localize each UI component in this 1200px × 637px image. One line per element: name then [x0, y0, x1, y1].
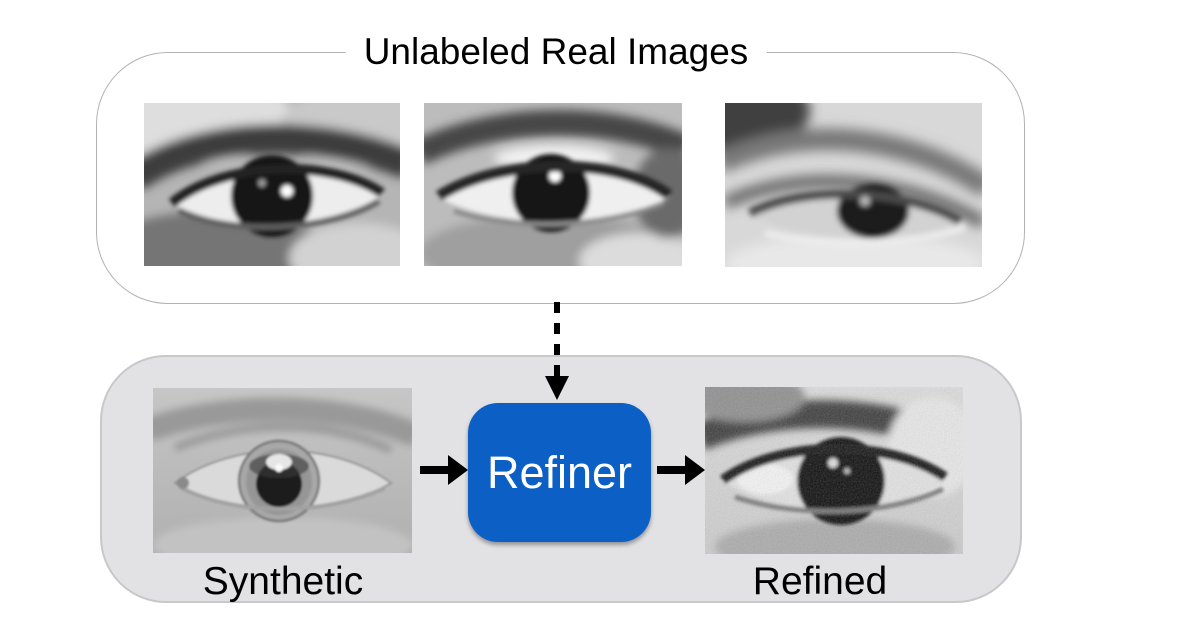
panel-title: Unlabeled Real Images	[345, 30, 767, 74]
refined-eye-image	[705, 387, 963, 554]
arrow-refiner-to-refined-head-icon	[685, 455, 705, 485]
synthetic-caption: Synthetic	[202, 560, 364, 603]
refiner-label: Refiner	[486, 447, 633, 498]
real-eye-2-illustration	[424, 103, 682, 266]
refined-caption: Refined	[752, 560, 888, 603]
arrow-synthetic-to-refiner-shaft	[420, 466, 450, 474]
dashed-arrow-head-icon	[545, 376, 569, 400]
dashed-arrow-line	[554, 302, 560, 376]
arrow-refiner-to-refined-shaft	[657, 466, 687, 474]
real-eye-image-3	[725, 103, 982, 267]
real-eye-image-1	[144, 103, 400, 266]
real-eye-1-illustration	[144, 103, 400, 266]
arrow-synthetic-to-refiner-head-icon	[448, 455, 468, 485]
real-eye-3-illustration	[725, 103, 982, 267]
real-eye-image-2	[424, 103, 682, 266]
synthetic-eye-illustration	[153, 388, 412, 553]
synthetic-eye-image	[153, 388, 412, 553]
refiner-block: Refiner	[468, 403, 651, 542]
refined-eye-illustration	[705, 387, 963, 554]
